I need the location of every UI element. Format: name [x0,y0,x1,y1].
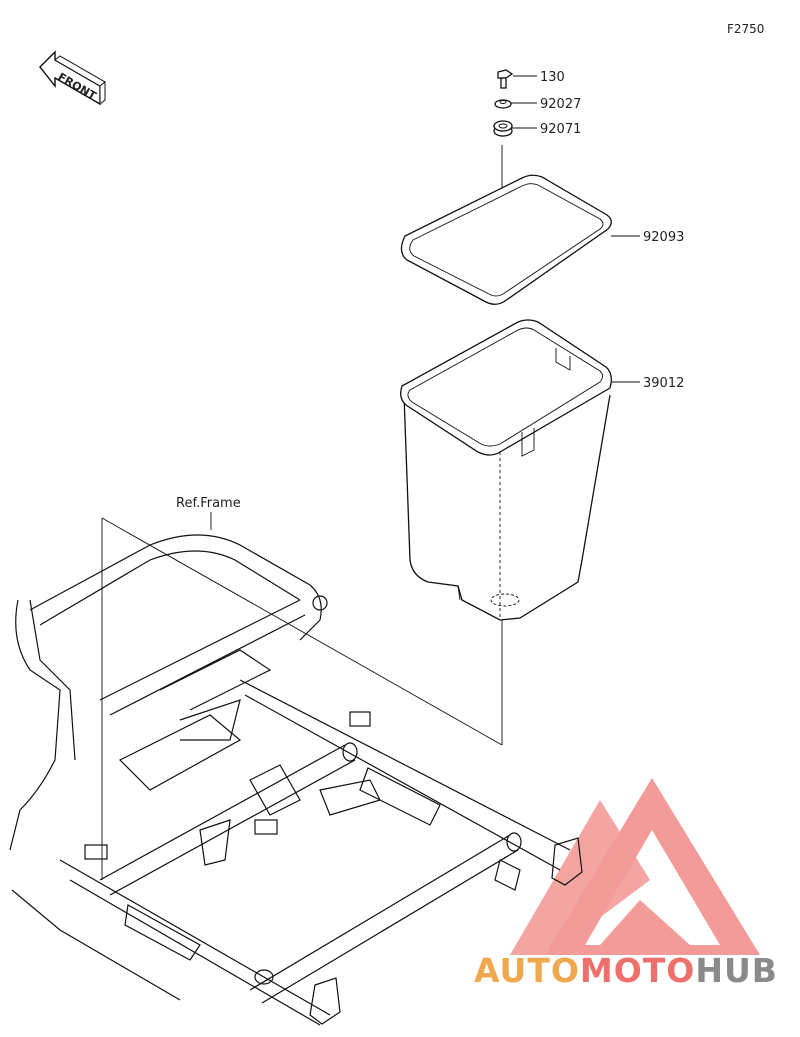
seal-92093: 92093 [400,174,684,305]
frame-reference-lines [101,517,503,850]
callout-92093: 92093 [643,230,684,245]
bolt-130: 130 [497,69,565,89]
ref-frame-label: Ref.Frame [176,496,241,511]
callout-92027: 92027 [540,97,581,112]
storage-box-39012: 39012 [400,319,684,621]
watermark-text-moto: MOTO [579,951,696,990]
callout-92071: 92071 [540,122,581,137]
callout-39012: 39012 [643,376,684,391]
front-arrow-icon: FRONT [39,50,106,106]
watermark-logo-icon [510,778,760,955]
watermark-text-hub: HUB [695,951,778,990]
vehicle-frame [9,534,583,1026]
watermark-text-auto: AUTO [474,951,580,990]
washer-92027: 92027 [494,97,581,112]
watermark-text: AUTOMOTOHUB [474,951,778,990]
grommet-92071: 92071 [493,120,581,137]
diagram-code: F2750 [727,22,765,36]
callout-130: 130 [540,70,565,85]
